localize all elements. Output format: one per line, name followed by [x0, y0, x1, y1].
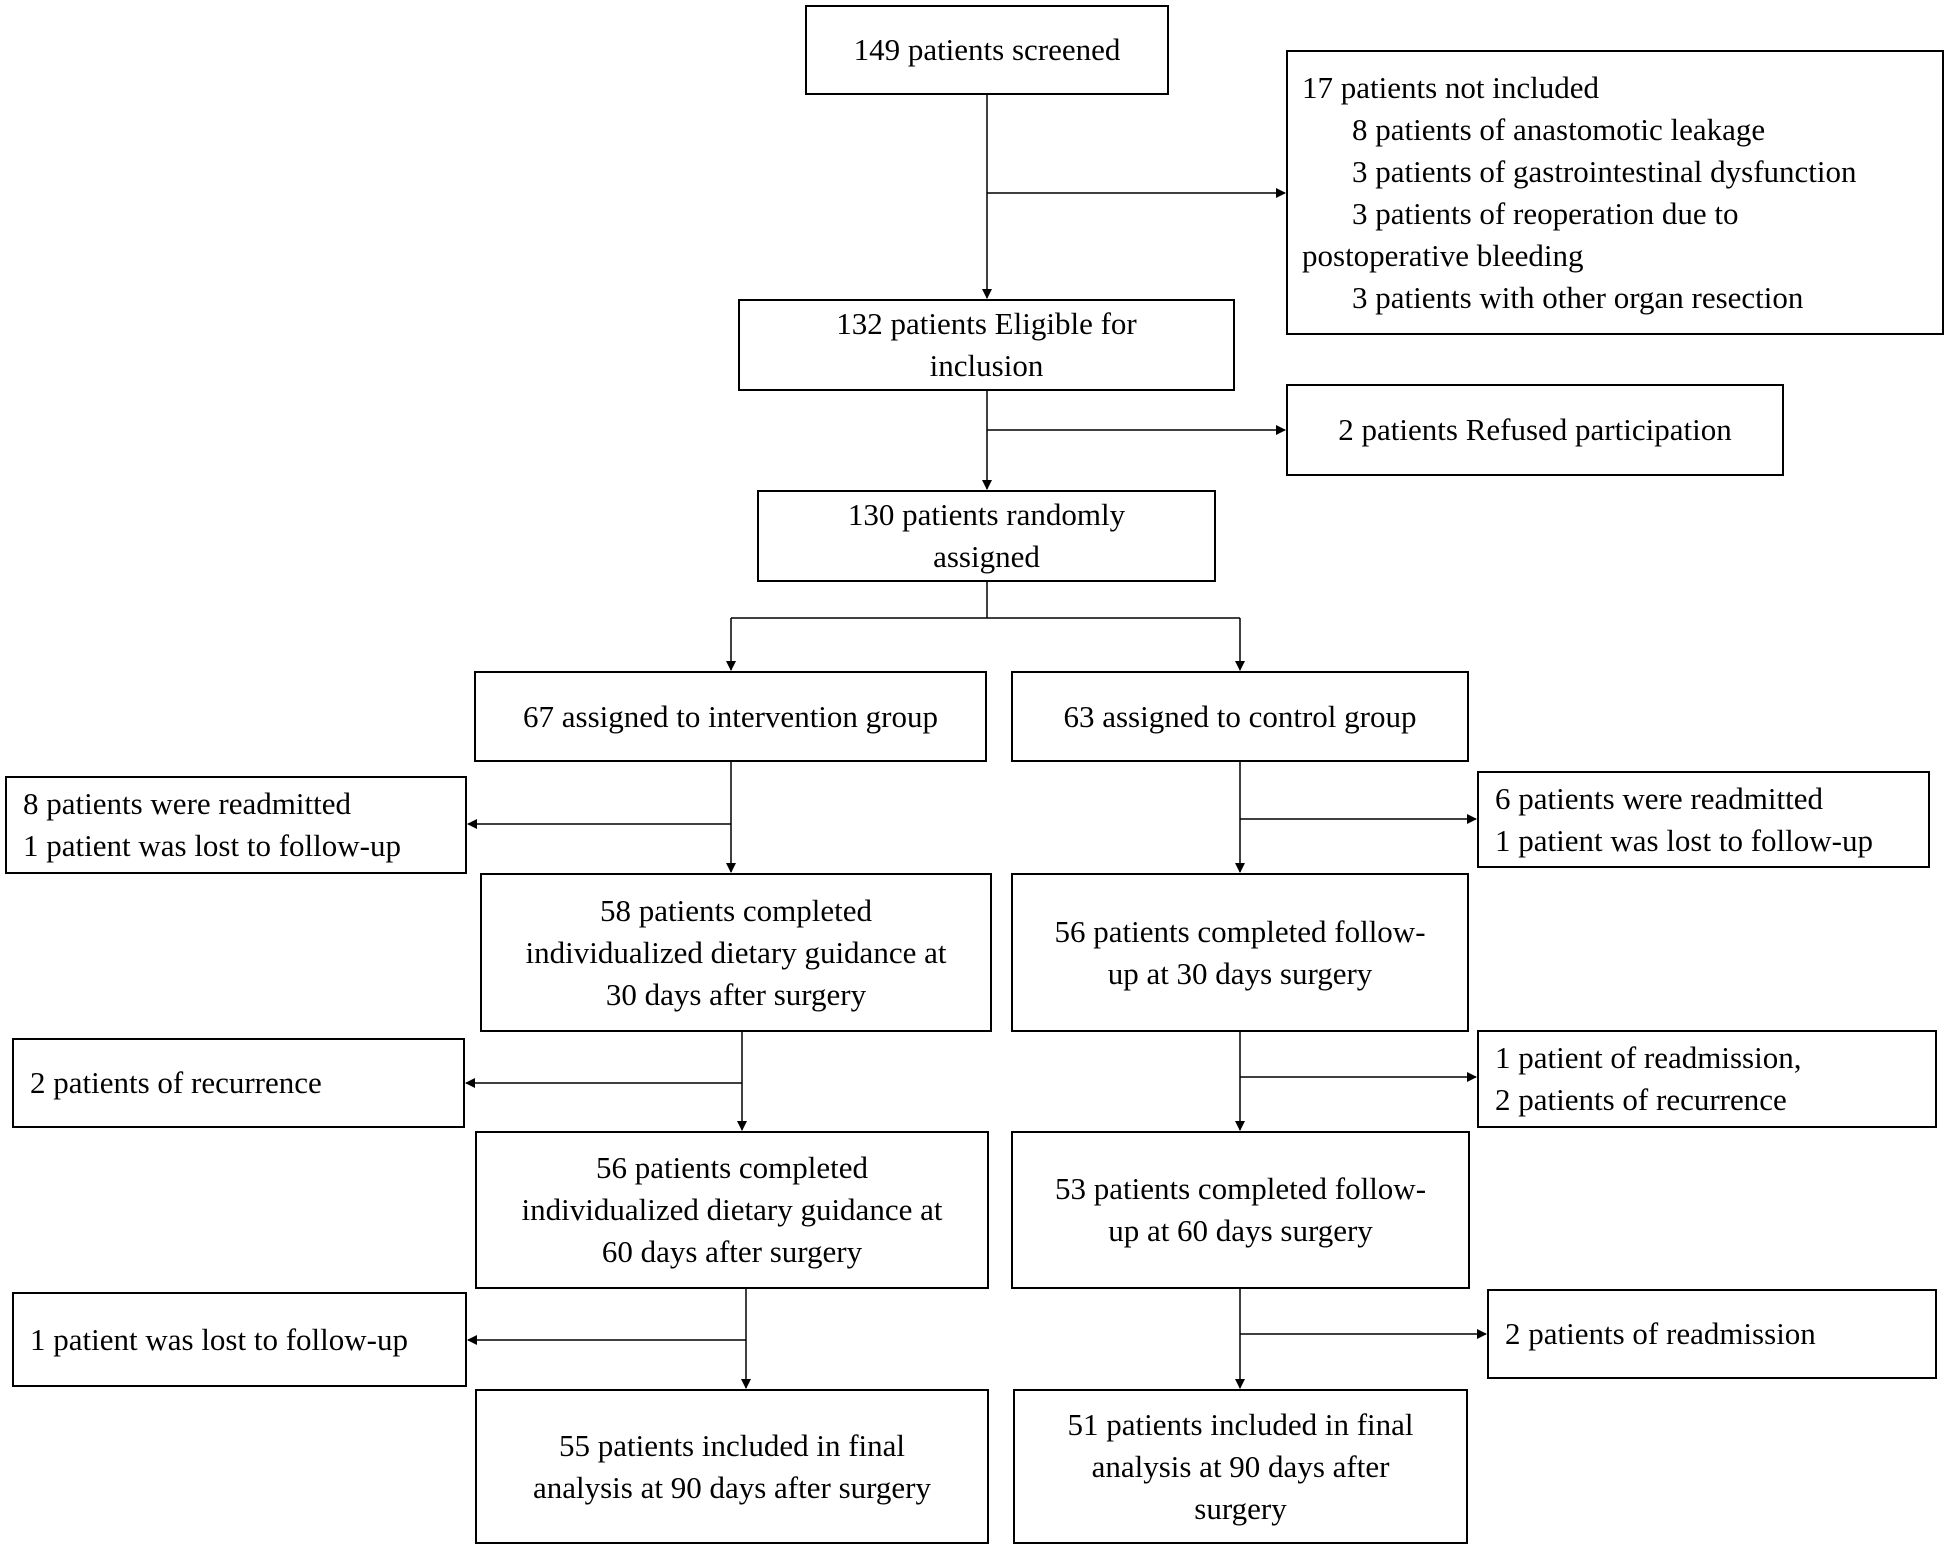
control-final-text: 51 patients included in final: [1067, 1406, 1414, 1442]
refused-text: 2 patients Refused participation: [1338, 412, 1732, 447]
intervention-excl-60-box: 2 patients of recurrence: [12, 1038, 465, 1128]
control-60-box: 53 patients completed follow- up at 60 d…: [1011, 1131, 1470, 1289]
intervention-excl-90-box: 1 patient was lost to follow-up: [12, 1292, 467, 1387]
intervention-final-text: 55 patients included in final: [558, 1427, 906, 1463]
control-60-text: 53 patients completed follow-: [1054, 1171, 1427, 1206]
control-final-text: analysis at 90 days after: [1091, 1448, 1390, 1484]
eligible-box: 132 patients Eligible for inclusion: [738, 299, 1235, 391]
randomized-box: 130 patients randomly assigned: [757, 490, 1216, 582]
control-assigned-box: 63 assigned to control group: [1011, 671, 1469, 762]
control-final-text: surgery: [1194, 1490, 1287, 1526]
control-excl-60-text: 1 patient of readmission,: [1495, 1040, 1802, 1075]
intervention-60-box: 56 patients completed individualized die…: [475, 1131, 989, 1289]
not-included-item: 3 patients of reoperation due to: [1352, 195, 1739, 231]
control-excl-30-text: 1 patient was lost to follow-up: [1495, 822, 1873, 858]
intervention-excl-90-text: 1 patient was lost to follow-up: [30, 1321, 408, 1357]
intervention-excl-60-text: 2 patients of recurrence: [30, 1065, 322, 1100]
control-excl-60-box: 1 patient of readmission, 2 patients of …: [1477, 1030, 1937, 1128]
control-excl-60-text: 2 patients of recurrence: [1495, 1082, 1787, 1117]
intervention-30-text: individualized dietary guidance at: [525, 934, 947, 970]
intervention-excl-30-text: 1 patient was lost to follow-up: [23, 828, 401, 863]
intervention-final-box: 55 patients included in final analysis a…: [475, 1389, 989, 1544]
refused-box: 2 patients Refused participation: [1286, 384, 1784, 476]
not-included-item: 8 patients of anastomotic leakage: [1352, 111, 1766, 147]
control-excl-30-text: 6 patients were readmitted: [1495, 780, 1823, 816]
intervention-assigned-box: 67 assigned to intervention group: [474, 671, 987, 762]
randomized-text: assigned: [933, 539, 1040, 574]
intervention-final-text: analysis at 90 days after surgery: [532, 1469, 931, 1505]
control-final-box: 51 patients included in final analysis a…: [1013, 1389, 1468, 1544]
screened-text: 149 patients screened: [853, 32, 1121, 67]
intervention-60-text: individualized dietary guidance at: [521, 1192, 943, 1227]
control-excl-90-box: 2 patients of readmission: [1487, 1289, 1937, 1379]
control-30-box: 56 patients completed follow- up at 30 d…: [1011, 873, 1469, 1032]
intervention-excl-30-box: 8 patients were readmitted 1 patient was…: [5, 776, 467, 874]
control-excl-30-box: 6 patients were readmitted 1 patient was…: [1477, 771, 1930, 868]
intervention-30-text: 58 patients completed: [599, 892, 873, 928]
randomized-text: 130 patients randomly: [847, 497, 1126, 532]
intervention-30-text: 30 days after surgery: [605, 976, 867, 1012]
not-included-box: 17 patients not included 8 patients of a…: [1286, 50, 1944, 335]
control-excl-90-text: 2 patients of readmission: [1505, 1316, 1816, 1351]
intervention-assigned-text: 67 assigned to intervention group: [523, 698, 938, 734]
not-included-item: postoperative bleeding: [1302, 237, 1584, 273]
intervention-60-text: 56 patients completed: [595, 1150, 869, 1185]
intervention-excl-30-text: 8 patients were readmitted: [23, 786, 351, 821]
eligible-text: inclusion: [929, 348, 1044, 383]
not-included-header: 17 patients not included: [1302, 69, 1600, 105]
control-60-text: up at 60 days surgery: [1108, 1213, 1373, 1248]
not-included-item: 3 patients with other organ resection: [1352, 279, 1804, 315]
screened-box: 149 patients screened: [805, 5, 1169, 95]
eligible-text: 132 patients Eligible for: [836, 306, 1137, 341]
not-included-item: 3 patients of gastrointestinal dysfuncti…: [1352, 153, 1857, 189]
control-assigned-text: 63 assigned to control group: [1063, 698, 1417, 734]
intervention-30-box: 58 patients completed individualized die…: [480, 873, 992, 1032]
control-30-text: up at 30 days surgery: [1107, 955, 1373, 991]
control-30-text: 56 patients completed follow-: [1054, 913, 1426, 949]
intervention-60-text: 60 days after surgery: [601, 1234, 863, 1269]
